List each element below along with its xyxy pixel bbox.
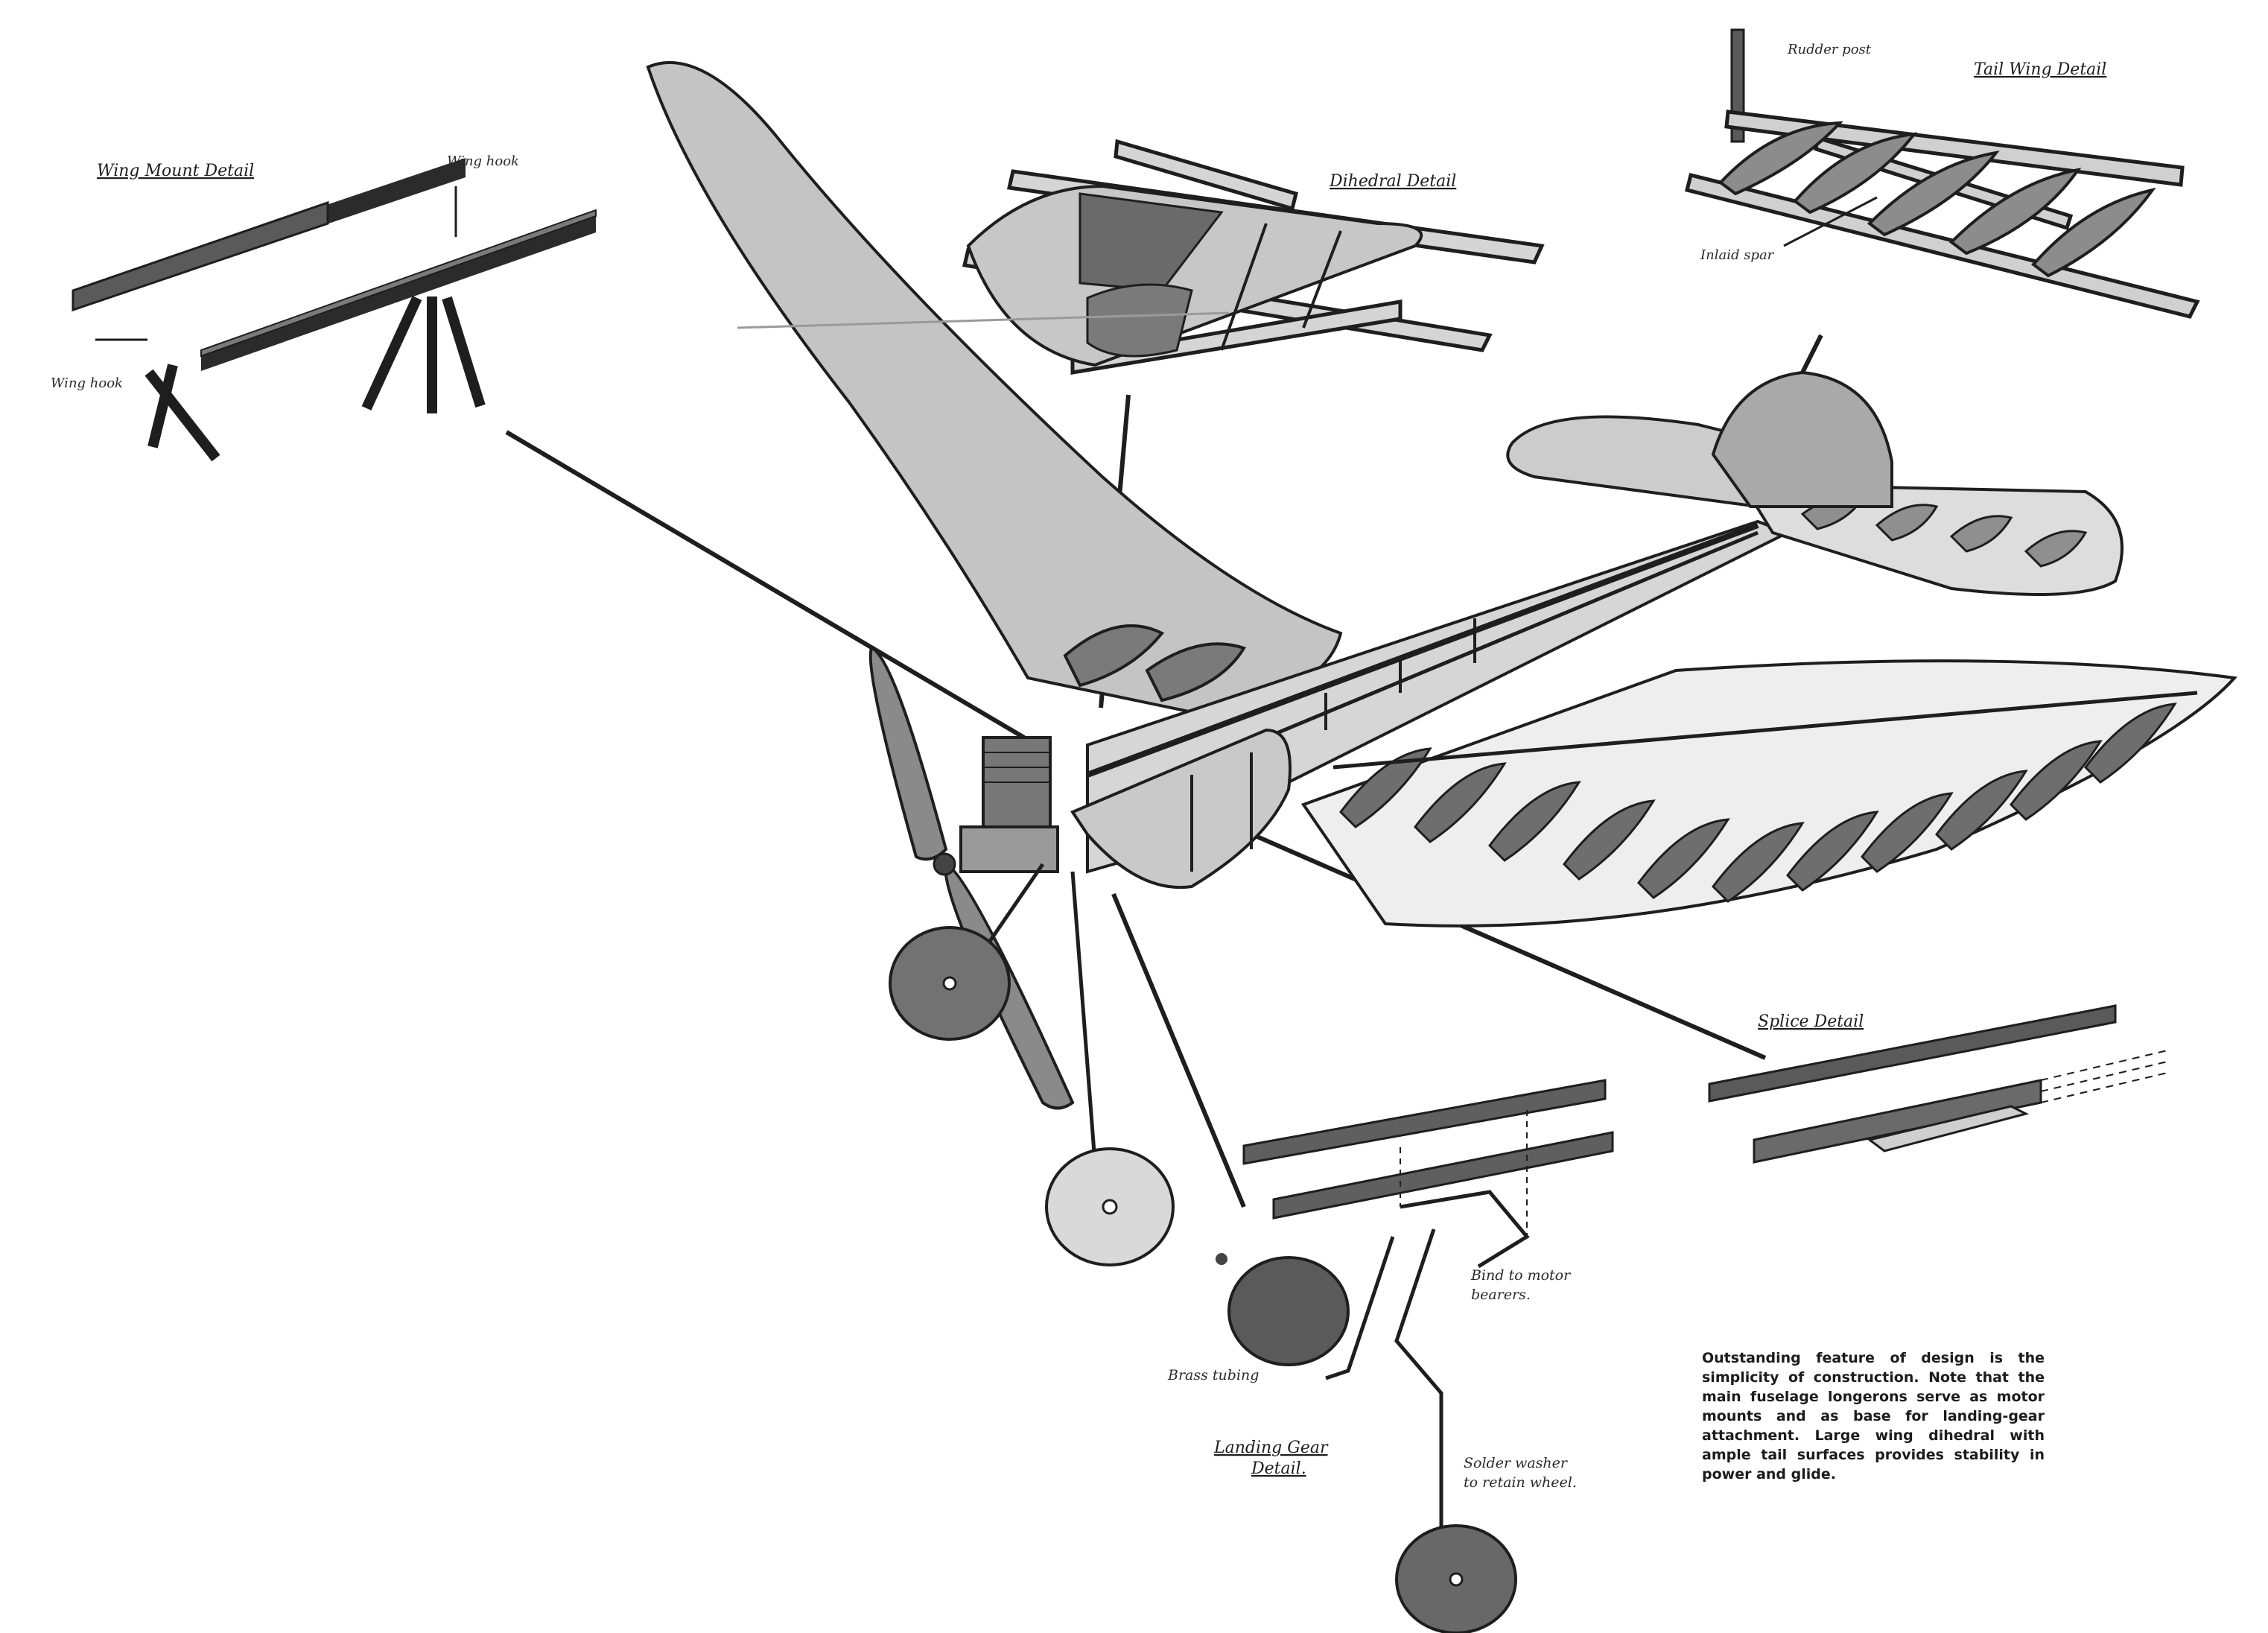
landing-gear-title-line2: Detail. [1251,1459,1306,1478]
dihedral-detail: Dihedral Detail [962,139,1545,375]
main-wing-lower [1300,659,2237,928]
tail-wing-detail: Tail Wing Detail Rudder post Inlaid spar [1684,28,2200,319]
inlaid-spar-label: Inlaid spar [1700,247,1775,263]
main-landing-gear [889,863,1175,1266]
rudder-post-label: Rudder post [1787,42,1872,57]
fuselage [1070,519,1791,890]
dihedral-title: Dihedral Detail [1329,172,1456,191]
bind-label-line1: Bind to motor [1470,1267,1572,1284]
splice-title: Splice Detail [1758,1012,1864,1031]
solder-washer-line2: to retain wheel. [1464,1474,1577,1491]
splice-detail: Splice Detail [1708,1004,2168,1164]
landing-gear-title-line1: Landing Gear [1213,1439,1329,1457]
tail-wing-title: Tail Wing Detail [1974,60,2106,79]
brass-tubing-label: Brass tubing [1167,1367,1259,1383]
wing-mount-detail: Wing Mount Detail Wing hook Wing hook [51,153,597,462]
wing-mount-title: Wing Mount Detail [97,162,254,180]
wing-hook-label-top: Wing hook [447,153,519,169]
solder-washer-line1: Solder washer [1464,1455,1569,1471]
wing-hook-label-bottom: Wing hook [51,375,123,391]
tail-stabilizer [1506,370,2124,596]
landing-gear-detail: Landing Gear Detail. Bind to motor beare… [1167,1079,1614,1633]
bind-label-line2: bearers. [1471,1287,1531,1303]
design-caption: Outstanding feature of design is the sim… [1702,1350,2045,1483]
leader-lines [505,334,1823,1208]
main-wing-upper [646,61,1343,717]
engine-and-propeller [868,646,1075,1110]
